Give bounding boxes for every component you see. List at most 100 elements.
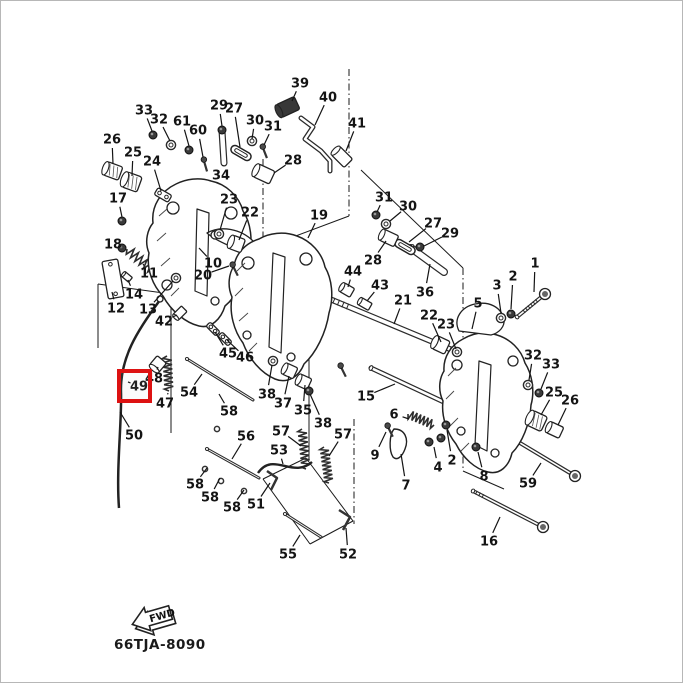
part-callout-26: 26	[103, 133, 121, 148]
part-callout-42: 42	[155, 315, 173, 330]
part-callout-16: 16	[480, 535, 498, 550]
part-screw	[337, 362, 347, 378]
part-callout-14: 14	[125, 288, 143, 303]
part-screw	[229, 261, 239, 277]
part-cyl	[330, 145, 353, 168]
part-callout-30: 30	[246, 114, 264, 129]
part-callout-32: 32	[524, 349, 542, 364]
part-washer	[451, 346, 463, 358]
part-cyl	[148, 355, 167, 374]
part-callout-54: 54	[180, 386, 198, 401]
part-callout-38: 38	[314, 417, 332, 432]
part-nut	[424, 437, 434, 447]
part-callout-28: 28	[364, 254, 382, 269]
part-nut	[471, 442, 481, 452]
fwd-arrow-icon: FWD	[131, 604, 177, 637]
part-clip	[213, 425, 221, 433]
part-callout-38: 38	[258, 388, 276, 403]
part-callout-36: 36	[416, 286, 434, 301]
part-callout-6: 6	[389, 408, 398, 423]
diagram-code: 66TJA-8090	[114, 637, 206, 653]
part-callout-21: 21	[394, 294, 412, 309]
part-callout-1: 1	[530, 257, 539, 272]
part-callout-43: 43	[371, 279, 389, 294]
part-callout-28: 28	[284, 154, 302, 169]
part-nut	[415, 242, 425, 252]
part-link	[230, 144, 252, 162]
part-callout-10: 10	[204, 257, 222, 272]
part-callout-13: 13	[139, 303, 157, 318]
part-callout-22: 22	[241, 206, 259, 221]
part-callout-41: 41	[348, 117, 366, 132]
part-nut	[436, 433, 446, 443]
part-cyl	[119, 171, 143, 193]
part-washer	[522, 379, 534, 391]
part-callout-61: 61	[173, 115, 191, 130]
part-callout-58: 58	[201, 491, 219, 506]
part-callout-34: 34	[212, 169, 230, 184]
part-plate	[206, 322, 220, 336]
part-cyl	[377, 228, 399, 247]
part-callout-29: 29	[441, 227, 459, 242]
part-callout-44: 44	[344, 265, 362, 280]
part-callout-3: 3	[492, 279, 501, 294]
part-callout-49: 49	[130, 380, 148, 395]
part-callout-20: 20	[194, 269, 212, 284]
part-washer	[170, 272, 182, 284]
part-callout-52: 52	[339, 548, 357, 563]
part-cyl	[251, 163, 276, 185]
part-callout-53: 53	[270, 444, 288, 459]
part-callout-58: 58	[223, 501, 241, 516]
part-plate	[154, 187, 172, 203]
part-nut	[217, 125, 227, 135]
part-callout-58: 58	[220, 405, 238, 420]
part-callout-33: 33	[542, 358, 560, 373]
part-callout-32: 32	[150, 113, 168, 128]
part-cyl	[120, 271, 133, 283]
part-cyl	[544, 420, 564, 439]
part-cyl	[430, 335, 451, 355]
part-callout-55: 55	[279, 548, 297, 563]
part-callout-57: 57	[272, 425, 290, 440]
part-washer	[213, 228, 225, 240]
part-callout-2: 2	[447, 454, 456, 469]
part-washer	[267, 355, 279, 367]
part-nut	[148, 130, 158, 140]
part-callout-4: 4	[433, 461, 442, 476]
highlight-box-49	[117, 369, 152, 403]
part-cyl	[338, 281, 355, 298]
part-callout-15: 15	[357, 390, 375, 405]
part-callout-30: 30	[399, 200, 417, 215]
part-callout-59: 59	[519, 477, 537, 492]
part-callout-27: 27	[225, 102, 243, 117]
part-callout-24: 24	[143, 155, 161, 170]
part-callout-11: 11	[140, 267, 158, 282]
part-callout-40: 40	[319, 91, 337, 106]
diagram-artwork	[97, 69, 582, 545]
part-plate	[218, 332, 232, 346]
part-nut	[371, 210, 381, 220]
part-nut	[184, 145, 194, 155]
part-callout-39: 39	[291, 77, 309, 92]
part-callout-22: 22	[420, 309, 438, 324]
part-callout-33: 33	[135, 104, 153, 119]
part-washer	[380, 218, 392, 230]
part-nut	[506, 309, 516, 319]
part-callout-18: 18	[104, 238, 122, 253]
part-callout-57: 57	[334, 428, 352, 443]
part-callout-46: 46	[236, 351, 254, 366]
part-nut	[304, 386, 314, 396]
part-callout-47: 47	[156, 397, 174, 412]
part-screw	[200, 156, 209, 172]
part-nut	[441, 420, 451, 430]
part-callout-45: 45	[219, 347, 237, 362]
part-callout-26: 26	[561, 394, 579, 409]
part-callout-8: 8	[479, 470, 488, 485]
part-cyl	[172, 305, 188, 321]
part-cyl	[294, 373, 313, 391]
part-callout-2: 2	[508, 270, 517, 285]
part-callout-5: 5	[473, 297, 482, 312]
